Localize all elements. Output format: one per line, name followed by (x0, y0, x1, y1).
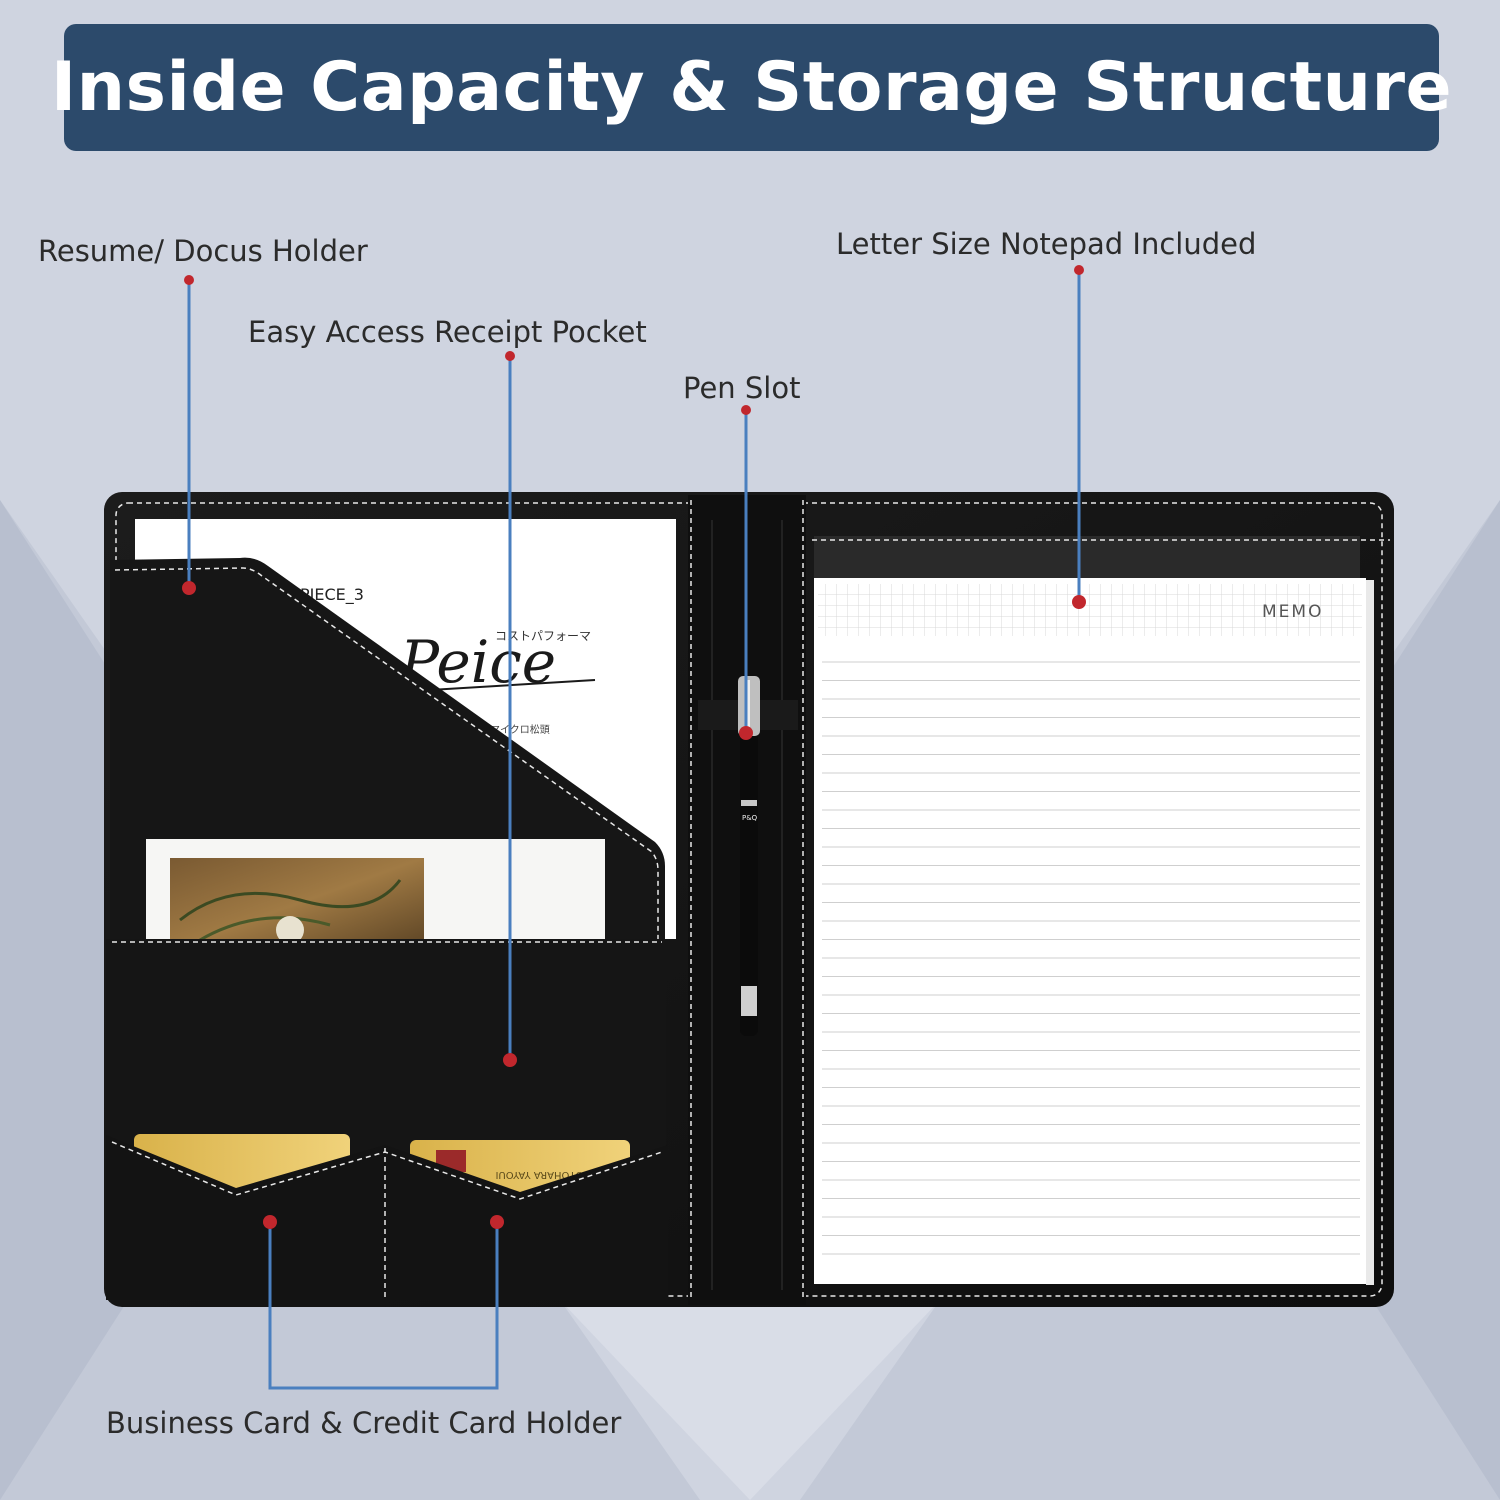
dot-resume-bottom (182, 581, 196, 595)
notepad-binding (814, 536, 1360, 580)
notepad: MEMO (812, 536, 1390, 1285)
document-code: PIECE_3 (300, 585, 364, 605)
document-katakana: コストパフォーマ (495, 629, 591, 643)
document-small-line: マイクロ松頭 (490, 723, 550, 736)
dot-notepad-top (1074, 265, 1084, 275)
callout-pen-slot: Pen Slot (683, 371, 801, 405)
dot-receipt-bottom (503, 1053, 517, 1067)
photo-sheet (146, 839, 605, 950)
dot-pen-top (741, 405, 751, 415)
callout-resume-holder: Resume/ Docus Holder (38, 234, 368, 268)
dot-pen-bottom (739, 726, 753, 740)
page-title: Inside Capacity & Storage Structure (50, 48, 1453, 127)
dot-card-left (263, 1215, 277, 1229)
leader-lines (187, 270, 1081, 1390)
callout-notepad: Letter Size Notepad Included (836, 227, 1257, 261)
card-text: MOTOHARA YAYOUI (496, 1169, 593, 1180)
dot-receipt-top (505, 351, 515, 361)
title-banner: Inside Capacity & Storage Structure (51, 24, 1452, 151)
card-holder-pockets (106, 1135, 668, 1300)
dot-card-right (490, 1215, 504, 1229)
dot-notepad-bottom (1072, 595, 1086, 609)
pen-brand: P&Q (742, 814, 758, 822)
callout-receipt-pocket: Easy Access Receipt Pocket (248, 315, 647, 349)
notepad-page (814, 578, 1366, 1284)
dot-resume-top (184, 275, 194, 285)
pen: P&Q (698, 676, 798, 1036)
callout-card-holder: Business Card & Credit Card Holder (106, 1406, 622, 1440)
marker-dots (182, 265, 1086, 1229)
memo-label: MEMO (1262, 602, 1323, 622)
